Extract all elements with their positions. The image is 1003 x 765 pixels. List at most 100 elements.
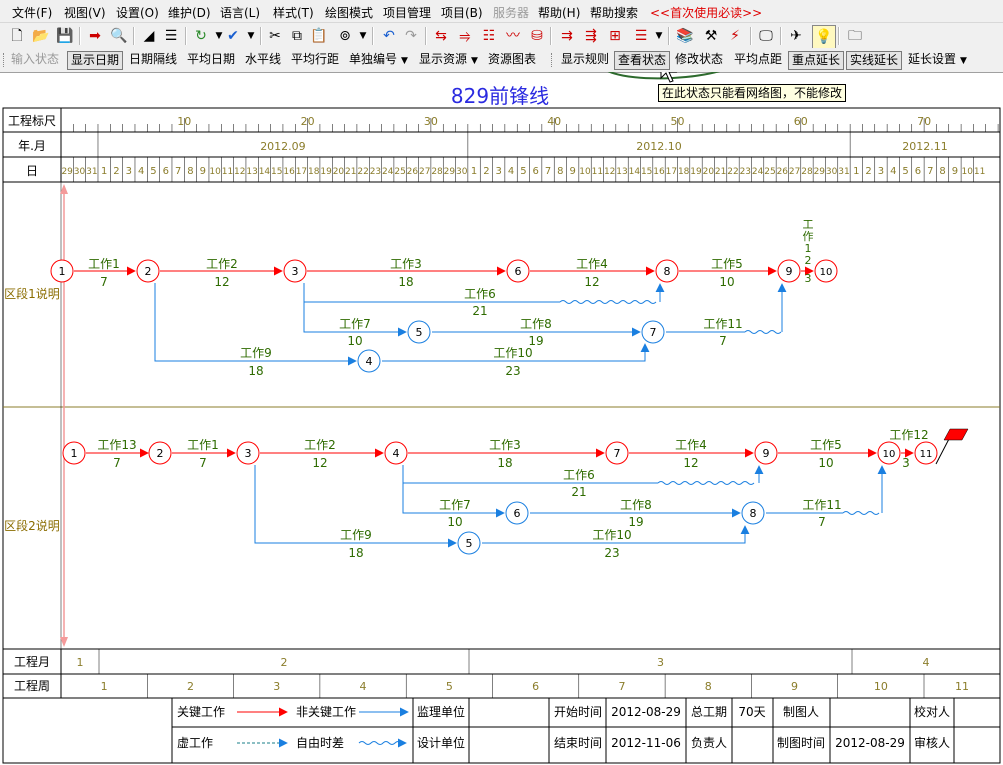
task-arrow[interactable] bbox=[303, 302, 407, 337]
menu-project[interactable]: 项目(B) bbox=[441, 6, 483, 20]
network-node[interactable]: 3 bbox=[236, 441, 260, 465]
resource-chart-button[interactable]: 资源图表 bbox=[488, 52, 537, 66]
network-node[interactable]: 5 bbox=[457, 531, 481, 555]
network-node[interactable]: 1 bbox=[62, 441, 86, 465]
progress-icon[interactable]: ⇶ bbox=[585, 28, 597, 44]
menu-style[interactable]: 样式(T) bbox=[273, 6, 314, 20]
paste-icon[interactable]: 📋 bbox=[310, 28, 328, 44]
menu-project-manage[interactable]: 项目管理 bbox=[383, 6, 432, 20]
network-node[interactable]: 10 bbox=[814, 259, 838, 283]
chevron-down-icon: ▼ bbox=[471, 56, 478, 66]
tools-icon[interactable]: ⚒ bbox=[704, 28, 718, 44]
chevron-down-icon[interactable]: ▼ bbox=[247, 31, 255, 41]
task-arrow[interactable] bbox=[482, 525, 750, 544]
network-node[interactable]: 9 bbox=[777, 259, 801, 283]
copy-icon[interactable]: ⧉ bbox=[292, 28, 302, 44]
network-node[interactable]: 7 bbox=[641, 320, 665, 344]
task-duration: 18 bbox=[348, 546, 363, 560]
menu-first-use[interactable]: <<首次使用必读>> bbox=[650, 6, 763, 20]
network-node[interactable]: 5 bbox=[407, 320, 431, 344]
task-arrow[interactable] bbox=[402, 465, 658, 484]
date-separator-button[interactable]: 日期隔线 bbox=[129, 52, 178, 66]
show-resources-dropdown[interactable]: 显示资源▼ bbox=[419, 52, 478, 66]
menu-server[interactable]: 服务器 bbox=[493, 6, 530, 20]
task-duration: 7 bbox=[719, 334, 727, 348]
task-arrow[interactable] bbox=[382, 343, 650, 362]
network-node[interactable]: 10 bbox=[877, 441, 901, 465]
monitor-icon[interactable]: 🖵 bbox=[759, 28, 773, 44]
print-preview-icon[interactable]: 🔍 bbox=[110, 28, 128, 44]
align-icon[interactable]: ☰ bbox=[164, 28, 178, 44]
menu-help[interactable]: 帮助(H) bbox=[538, 6, 581, 20]
task-arrow[interactable] bbox=[402, 483, 505, 518]
chevron-down-icon[interactable]: ▼ bbox=[655, 31, 663, 41]
average-date-button[interactable]: 平均日期 bbox=[187, 52, 236, 66]
redo-icon[interactable]: ↷ bbox=[405, 28, 417, 44]
network-node[interactable]: 2 bbox=[136, 259, 160, 283]
cut-icon[interactable]: ✂ bbox=[269, 28, 281, 44]
toolbar-separator bbox=[372, 27, 374, 45]
network-node[interactable]: 4 bbox=[384, 441, 408, 465]
show-date-button[interactable]: 显示日期 bbox=[67, 51, 124, 70]
show-rules-button[interactable]: 显示规则 bbox=[561, 52, 610, 66]
save-icon[interactable]: 💾 bbox=[56, 28, 74, 44]
magic-icon[interactable]: ⚡ bbox=[730, 28, 740, 44]
menu-language[interactable]: 语言(L) bbox=[220, 6, 261, 20]
input-state-button[interactable]: 输入状态 bbox=[11, 52, 60, 66]
network-node[interactable]: 8 bbox=[741, 501, 765, 525]
binoculars-icon[interactable]: ⊚ bbox=[339, 28, 351, 44]
edit-state-button[interactable]: 修改状态 bbox=[675, 52, 724, 66]
average-row-spacing-button[interactable]: 平均行距 bbox=[291, 52, 340, 66]
task-duration: 7 bbox=[199, 456, 207, 470]
check-icon[interactable]: ✔ bbox=[227, 28, 239, 44]
task-arrow[interactable] bbox=[254, 465, 457, 548]
books-icon[interactable]: 📚 bbox=[676, 28, 694, 44]
menu-file[interactable]: 文件(F) bbox=[12, 6, 53, 20]
new-file-icon[interactable]: 🗋 bbox=[11, 28, 23, 44]
network-node[interactable]: 2 bbox=[148, 441, 172, 465]
menu-draw-mode[interactable]: 绘图模式 bbox=[325, 6, 374, 20]
network-node[interactable]: 3 bbox=[283, 259, 307, 283]
refresh-icon[interactable]: ↻ bbox=[195, 28, 207, 44]
day-label: 11 bbox=[592, 167, 603, 177]
average-point-spacing-button[interactable]: 平均点距 bbox=[734, 52, 783, 66]
menu-settings[interactable]: 设置(O) bbox=[116, 6, 159, 20]
chevron-down-icon[interactable]: ▼ bbox=[359, 31, 367, 41]
key-extend-button[interactable]: 重点延长 bbox=[788, 51, 845, 70]
network-icon[interactable]: ⇆ bbox=[435, 28, 447, 44]
task-name: 工作10 bbox=[592, 528, 631, 542]
resource-icon[interactable]: ⛁ bbox=[531, 28, 543, 44]
network-node[interactable]: 6 bbox=[506, 259, 530, 283]
network-node[interactable]: 1 bbox=[50, 259, 74, 283]
bar-icon[interactable]: ☷ bbox=[482, 28, 496, 44]
network-node[interactable]: 4 bbox=[357, 349, 381, 373]
curve-icon[interactable]: 〰 bbox=[506, 28, 520, 44]
task-arrow[interactable] bbox=[154, 283, 357, 366]
triangle-icon[interactable]: ◢ bbox=[143, 28, 155, 44]
individual-numbering-dropdown[interactable]: 单独编号▼ bbox=[349, 52, 408, 66]
folder-icon[interactable]: 🗀 bbox=[848, 28, 862, 44]
network-node[interactable]: 8 bbox=[655, 259, 679, 283]
horizontal-line-button[interactable]: 水平线 bbox=[245, 52, 282, 66]
undo-icon[interactable]: ↶ bbox=[383, 28, 395, 44]
solid-extend-button[interactable]: 实线延长 bbox=[846, 51, 903, 70]
extend-settings-dropdown[interactable]: 延长设置▼ bbox=[908, 52, 967, 66]
menu-maintain[interactable]: 维护(D) bbox=[168, 6, 211, 20]
network-node[interactable]: 6 bbox=[505, 501, 529, 525]
export-icon[interactable]: ➡ bbox=[89, 28, 101, 44]
plane-icon[interactable]: ✈ bbox=[790, 28, 802, 44]
line-icon[interactable]: ⥤ bbox=[459, 28, 471, 44]
network-node[interactable]: 9 bbox=[754, 441, 778, 465]
menu-help-search[interactable]: 帮助搜索 bbox=[590, 6, 639, 20]
network-node[interactable]: 11 bbox=[914, 441, 938, 465]
task-arrow[interactable] bbox=[303, 283, 560, 303]
list-icon[interactable]: ☰ bbox=[634, 28, 648, 44]
lightbulb-icon[interactable]: 💡 bbox=[812, 25, 836, 49]
forward-line-icon[interactable]: ⇉ bbox=[561, 28, 573, 44]
schedule-icon[interactable]: ⊞ bbox=[609, 28, 621, 44]
menu-view[interactable]: 视图(V) bbox=[64, 6, 106, 20]
chevron-down-icon[interactable]: ▼ bbox=[215, 31, 223, 41]
network-node[interactable]: 7 bbox=[605, 441, 629, 465]
open-folder-icon[interactable]: 📂 bbox=[32, 28, 50, 44]
view-state-button[interactable]: 查看状态 bbox=[614, 51, 671, 70]
